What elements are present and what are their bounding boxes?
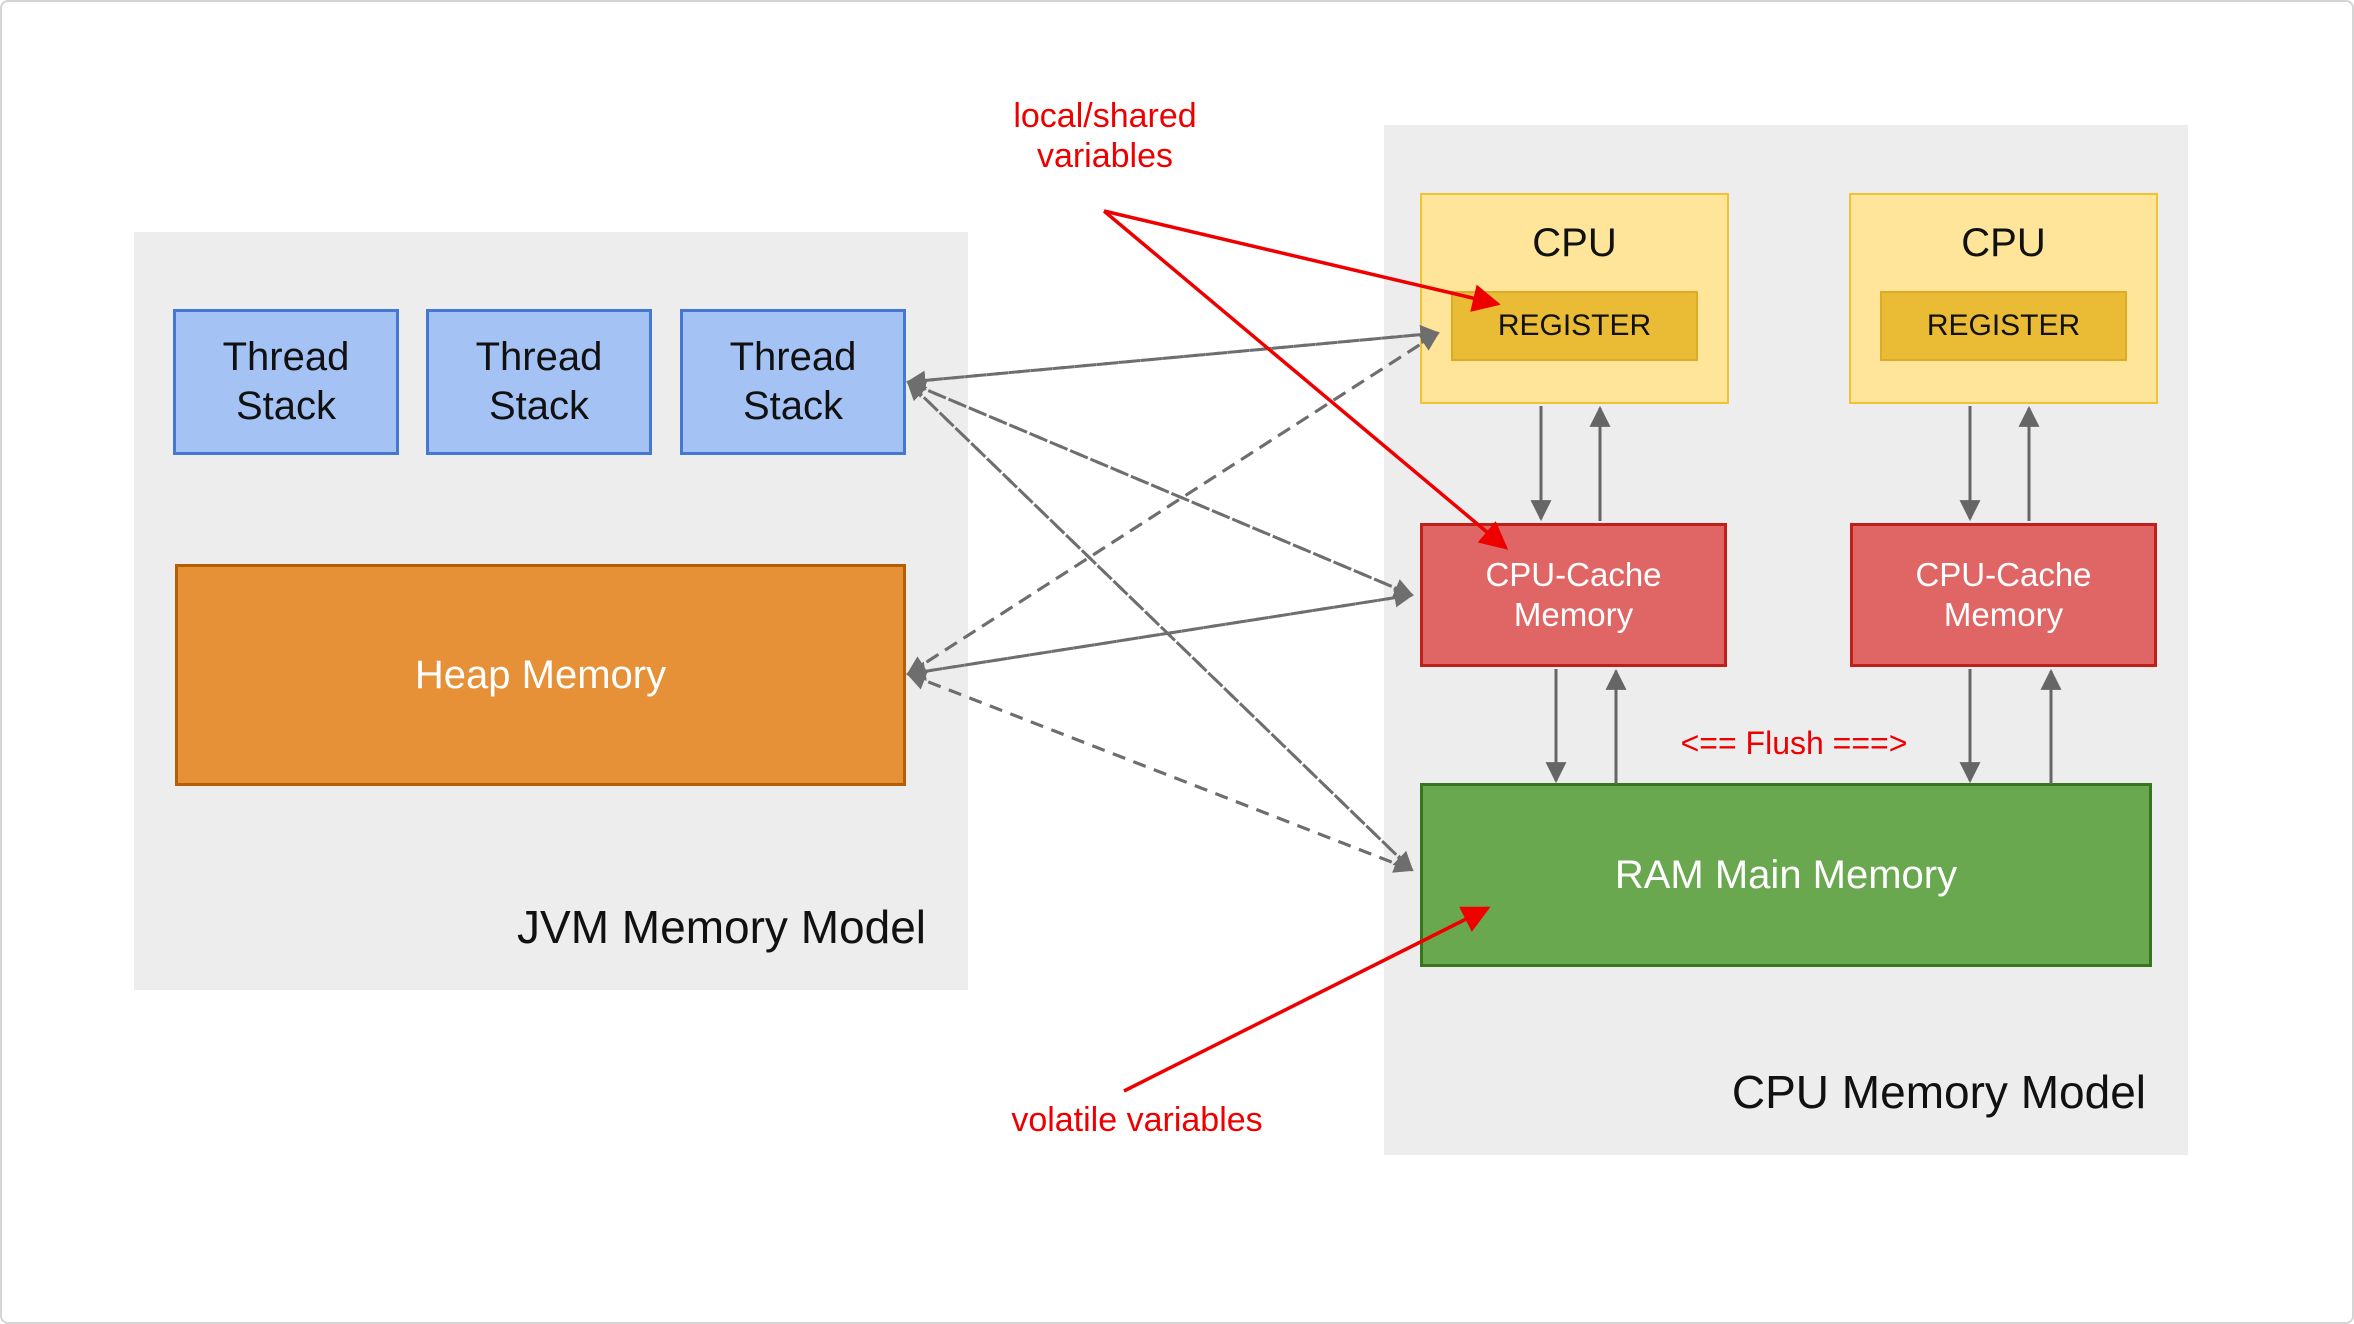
cpu-panel-title: CPU Memory Model <box>1731 1066 2146 1118</box>
dashed-link-heap-ram <box>906 671 1414 873</box>
local-shared-variables-label: local/shared variables <box>1013 97 1197 175</box>
dashed-link-threadstack3-cache1 <box>906 379 1414 598</box>
cpu-cache-box-1: CPU-Cache Memory <box>1420 523 1727 667</box>
cpu-box-2: CPU REGISTER <box>1849 193 2158 404</box>
volatile-variables-label: volatile variables <box>1011 1101 1263 1139</box>
cpu-box-2-title: CPU <box>1961 220 2046 265</box>
heap-memory-box: Heap Memory <box>175 564 906 786</box>
dashed-link-heap-register1 <box>906 331 1440 676</box>
dashed-link-threadstack3-ram <box>906 380 1414 872</box>
thread-stack-box-2: Thread Stack <box>426 309 652 455</box>
ram-main-memory-box: RAM Main Memory <box>1420 783 2152 967</box>
cpu-memory-model-panel: CPU REGISTER CPU REGISTER CPU-Cache Memo… <box>1384 125 2188 1155</box>
dashed-link-threadstack3-register1 <box>906 324 1440 391</box>
register-box-2: REGISTER <box>1880 291 2127 361</box>
register-box-1: REGISTER <box>1451 291 1698 361</box>
thread-stack-box-1: Thread Stack <box>173 309 399 455</box>
cpu-box-1: CPU REGISTER <box>1420 193 1729 404</box>
jvm-panel-title: JVM Memory Model <box>517 901 926 953</box>
flush-label: <== Flush ===> <box>1680 725 1908 761</box>
cpu-box-1-title: CPU <box>1532 220 1617 265</box>
thread-stack-box-3: Thread Stack <box>680 309 906 455</box>
dashed-link-heap-cache1 <box>906 588 1414 681</box>
cpu-cache-box-2: CPU-Cache Memory <box>1850 523 2157 667</box>
jvm-memory-model-panel: Thread Stack Thread Stack Thread Stack H… <box>134 232 968 990</box>
